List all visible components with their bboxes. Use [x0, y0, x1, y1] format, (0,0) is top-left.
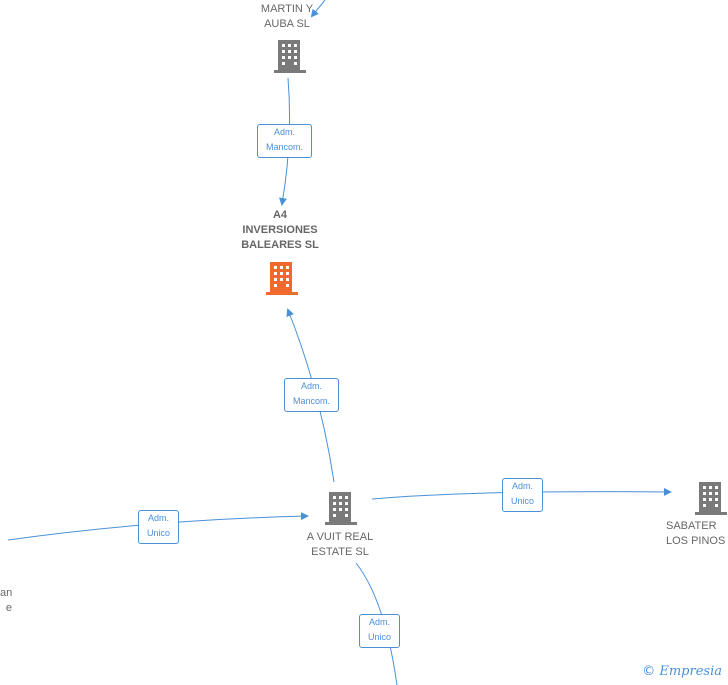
watermark-text: Empresia — [659, 664, 722, 679]
edge-top-incoming — [310, 0, 326, 18]
edge-label-left-to-avuit[interactable]: Adm. Unico — [138, 510, 179, 544]
edge-label-martin-to-a4[interactable]: Adm. Mancom. — [257, 124, 312, 158]
edge-label-avuit-to-sabater[interactable]: Adm. Unico — [502, 478, 543, 512]
node-label-a4[interactable]: A4 INVERSIONES BALEARES SL — [241, 209, 319, 251]
node-label-left-fragment[interactable]: an e — [0, 587, 13, 614]
node-label-sabater[interactable]: SABATER LOS PINOS — [666, 520, 726, 547]
building-icon[interactable] — [274, 38, 306, 74]
building-icon-focus[interactable] — [266, 260, 298, 296]
watermark: © Empresia — [642, 664, 722, 679]
edge-bottom-to-avuit — [355, 562, 398, 685]
edge-avuit-to-sabater — [371, 487, 672, 500]
edge-label-avuit-to-a4[interactable]: Adm. Mancom. — [284, 378, 339, 412]
copyright-icon: © — [642, 664, 656, 679]
edge-label-bottom-to-avuit[interactable]: Adm. Unico — [359, 614, 400, 648]
node-label-martin[interactable]: MARTIN Y AUBA SL — [260, 3, 314, 30]
node-label-avuit[interactable]: A VUIT REAL ESTATE SL — [306, 531, 374, 558]
building-icon[interactable] — [695, 480, 727, 516]
building-icon[interactable] — [325, 490, 357, 526]
